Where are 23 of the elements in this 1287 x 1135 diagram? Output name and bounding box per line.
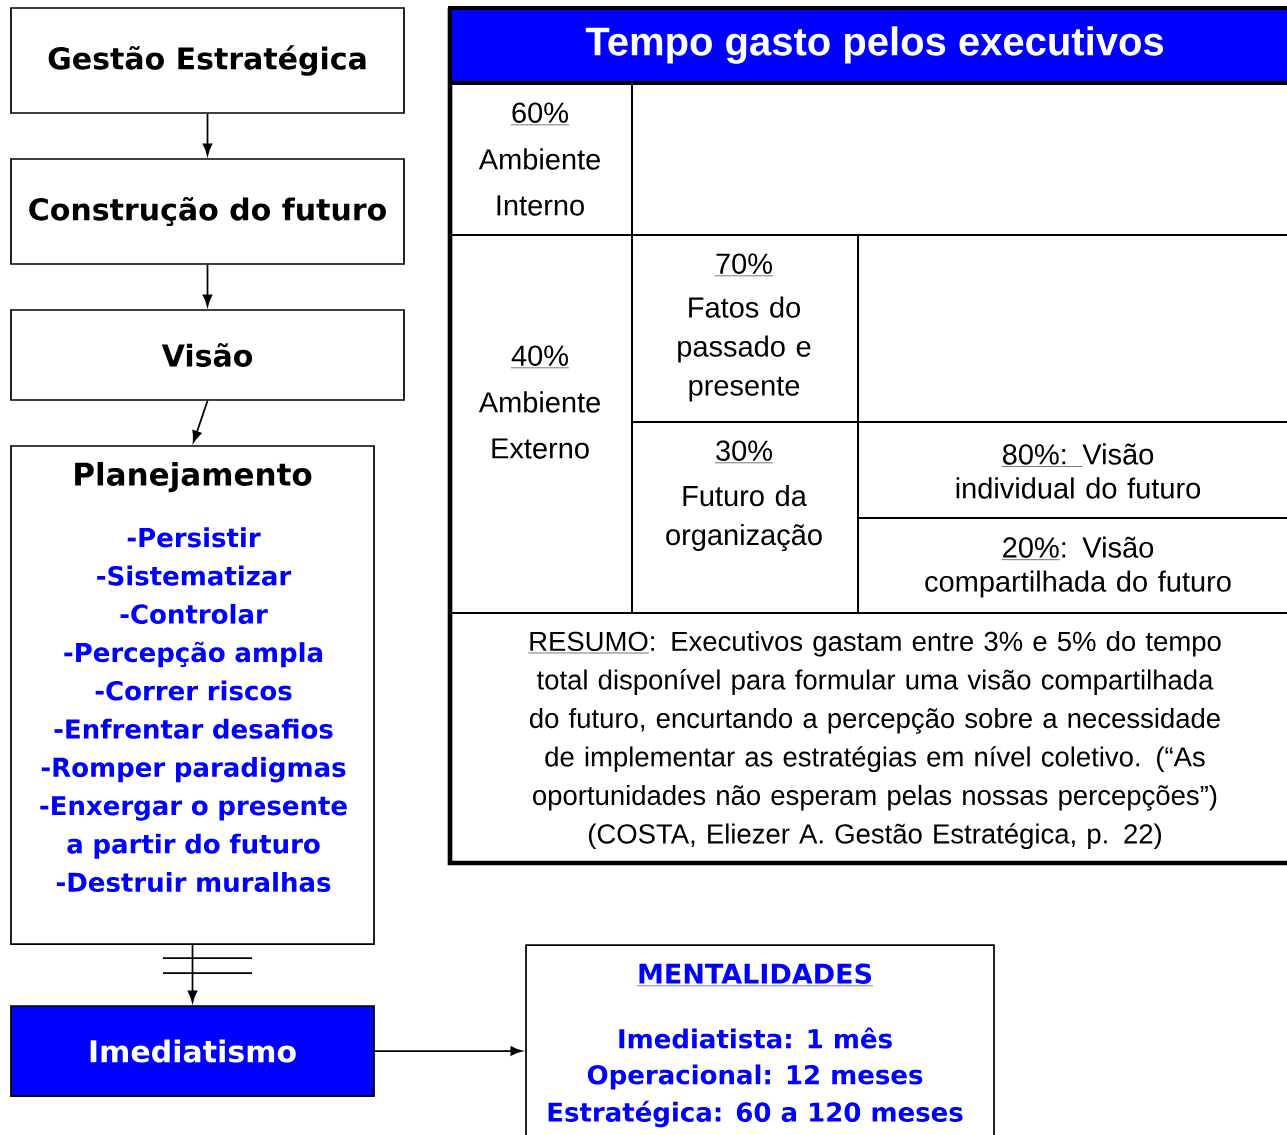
cell-text: Ambiente Externo [478,391,600,459]
planning-box: Planejamento -Persistir -Sistematizar -Controlar -Percepção ampla -Correr riscos -Enfrentar desafios -Romper paradigmas -Enxergar o presente a partir do futuro -Destruir muralhas [10,445,375,945]
arrow [374,1046,523,1056]
cell-text: Fatos do passado e presente [678,296,811,402]
cell-text: 80%: Visão individual do futuro [956,443,1201,499]
arrow [192,400,209,443]
table-header: Tempo gasto pelos executivos [448,6,1287,85]
process-box: Imediatismo [10,1005,375,1097]
cell-text: 60% [510,102,570,126]
cell-text: Futuro da organização [666,484,822,552]
arrow [187,944,198,1003]
cell-text: 70% [714,253,774,277]
process-box: Gestão Estratégica [10,7,405,114]
cell-text: Ambiente Interno [478,148,600,216]
process-box: Visão [10,309,405,401]
arrow [202,264,213,307]
cell-text: 40% [510,345,570,369]
mindset-box: MENTALIDADES Imediatista: 1 mês Operacional: 12 meses Estratégica: 60 a 120 meses [525,944,995,1135]
process-box: Construção do futuro [10,158,405,265]
arrow [202,113,213,156]
cell-text: 20%: Visão compartilhada do futuro [925,536,1231,598]
cell-text: RESUMO: Executivos gastam entre 3% e 5% do tempo total disponível para formular uma visão compartilhada do futuro, encurtando a percepção sobre a necessidade de implementar as estratégias em nível coletivo. (“As oportunidades não esperam pelas nossas percepções”) (COSTA, Eliezer A. Gestão Estratégica, p. 22) [527,630,1221,850]
cell-text: 30% [714,440,774,464]
